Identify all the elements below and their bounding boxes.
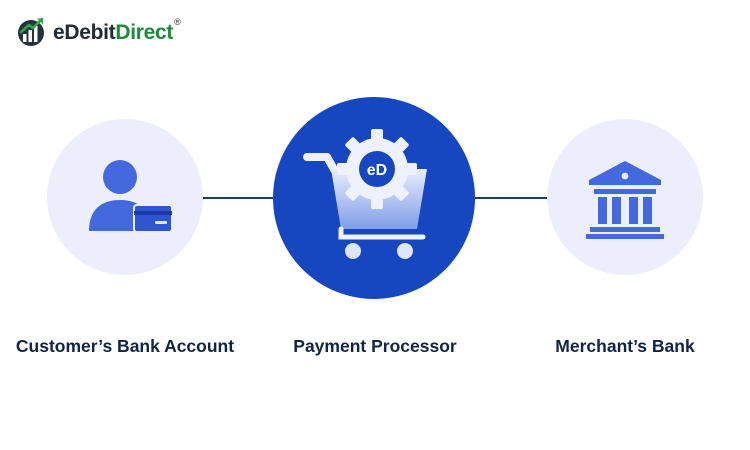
processor-badge-text: eD <box>367 162 387 179</box>
node-merchant-bank <box>547 119 703 275</box>
growth-chart-logo-icon <box>18 17 44 46</box>
label-customer-bank-account: Customer’s Bank Account <box>15 336 235 356</box>
bank-building-icon <box>586 161 664 239</box>
shopping-cart-gear-icon: eD <box>303 129 427 259</box>
node-payment-processor: eD <box>273 97 475 299</box>
connector-customer-to-processor <box>200 197 278 199</box>
label-merchant-bank: Merchant’s Bank <box>555 336 695 356</box>
connector-processor-to-merchant <box>470 197 550 199</box>
node-customer-bank-account <box>47 119 203 275</box>
brand-name-part1: eDebit <box>53 20 116 44</box>
brand-name-part2: Direct <box>115 20 174 44</box>
registered-mark: ® <box>174 17 181 27</box>
customer-with-card-icon <box>89 160 173 233</box>
label-payment-processor: Payment Processor <box>293 336 457 356</box>
brand-logo[interactable]: eDebitDirect ® <box>15 12 181 52</box>
brand-name: eDebitDirect <box>53 22 173 43</box>
